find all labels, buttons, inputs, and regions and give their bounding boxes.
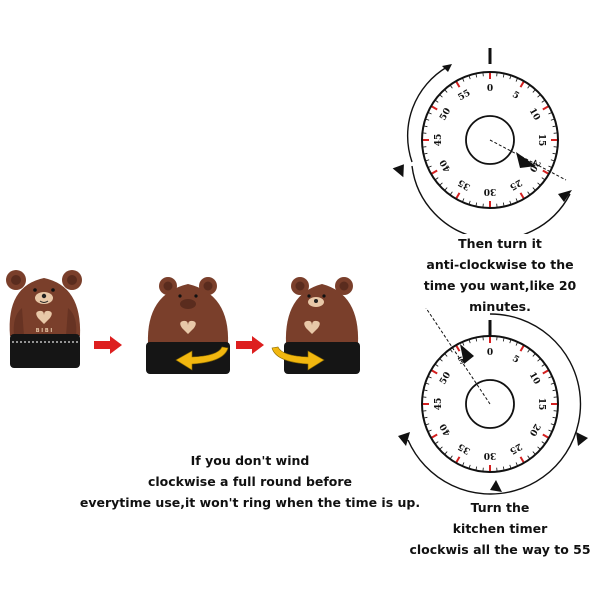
bear-timer-turned <box>146 277 230 374</box>
caption-line: clockwis all the way to 55 <box>409 542 591 557</box>
major-tick <box>542 105 550 111</box>
dial-number: 30 <box>484 450 497 460</box>
dial-number: 50 <box>438 371 453 387</box>
caption-line: Then turn it <box>458 236 542 251</box>
caption-line: time you want,like 20 minutes. <box>423 278 577 314</box>
major-tick <box>455 456 461 464</box>
major-tick <box>542 169 550 175</box>
major-tick <box>519 456 525 464</box>
dial-number: 25 <box>508 177 524 192</box>
dial-number: 0 <box>487 348 493 358</box>
wind-note-line: If you don't wind <box>190 453 310 468</box>
major-tick <box>455 192 461 200</box>
dial-center-hole <box>465 379 515 429</box>
caption-line: Turn the <box>470 500 530 515</box>
wind-note-line: everytime use,it won't ring when the tim… <box>79 495 421 510</box>
dial-number: 30 <box>484 186 497 196</box>
bear-body <box>6 270 82 368</box>
top-dial-caption: Then turn it anti-clockwise to the time … <box>400 233 600 317</box>
turn-left-arrow-icon <box>175 346 229 371</box>
major-tick <box>430 369 438 375</box>
major-tick <box>519 344 525 352</box>
dial-number: 10 <box>527 107 542 123</box>
dial-number: 40 <box>438 422 453 438</box>
dial-numbers-top: 0510152025303540455055 <box>434 84 546 196</box>
dial-number: 40 <box>438 158 453 174</box>
bear-timer-front: B I B I <box>6 270 82 368</box>
major-tick <box>542 369 550 375</box>
right-arrow-icon <box>236 336 264 354</box>
major-tick <box>455 80 461 88</box>
wind-note-line: clockwise a full round before <box>147 474 353 489</box>
timer-dial-set-55: 0510152025303540455055 <box>398 308 588 495</box>
major-tick <box>430 169 438 175</box>
bottom-dial-caption: Turn the kitchen timer clockwis all the … <box>400 497 600 560</box>
dial-number: 5 <box>510 90 520 102</box>
major-tick <box>519 192 525 200</box>
dial-number: 55 <box>457 88 473 103</box>
dial-number: 25 <box>508 441 524 456</box>
dial-number: 35 <box>457 177 473 192</box>
dial-number: 15 <box>536 398 546 411</box>
right-arrow-icon <box>94 336 122 354</box>
major-tick <box>430 433 438 439</box>
major-tick <box>519 80 525 88</box>
dial-center-hole <box>465 115 515 165</box>
wind-warning-note: If you don't wind clockwise a full round… <box>70 450 430 513</box>
caption-line: anti-clockwise to the <box>426 257 574 272</box>
timer-dial-set-20: 0510152025303540455055 <box>392 48 572 234</box>
dial-number: 50 <box>438 107 453 123</box>
turn-right-arrow-icon <box>271 346 325 371</box>
dial-number: 35 <box>457 441 473 456</box>
dial-numbers-bottom: 0510152025303540455055 <box>434 348 546 460</box>
dial-number: 5 <box>510 354 520 366</box>
dial-number: 15 <box>536 134 546 147</box>
caption-line: kitchen timer <box>452 521 548 536</box>
bear-belly-text: B I B I <box>36 328 53 334</box>
bear-timer-turned-back <box>284 277 360 374</box>
major-tick <box>455 344 461 352</box>
dial-number: 45 <box>434 134 444 147</box>
dial-number: 20 <box>527 422 542 438</box>
dial-number: 0 <box>487 84 493 94</box>
major-tick <box>430 105 438 111</box>
major-tick <box>542 433 550 439</box>
dial-number: 10 <box>527 371 542 387</box>
dial-number: 45 <box>434 398 444 411</box>
